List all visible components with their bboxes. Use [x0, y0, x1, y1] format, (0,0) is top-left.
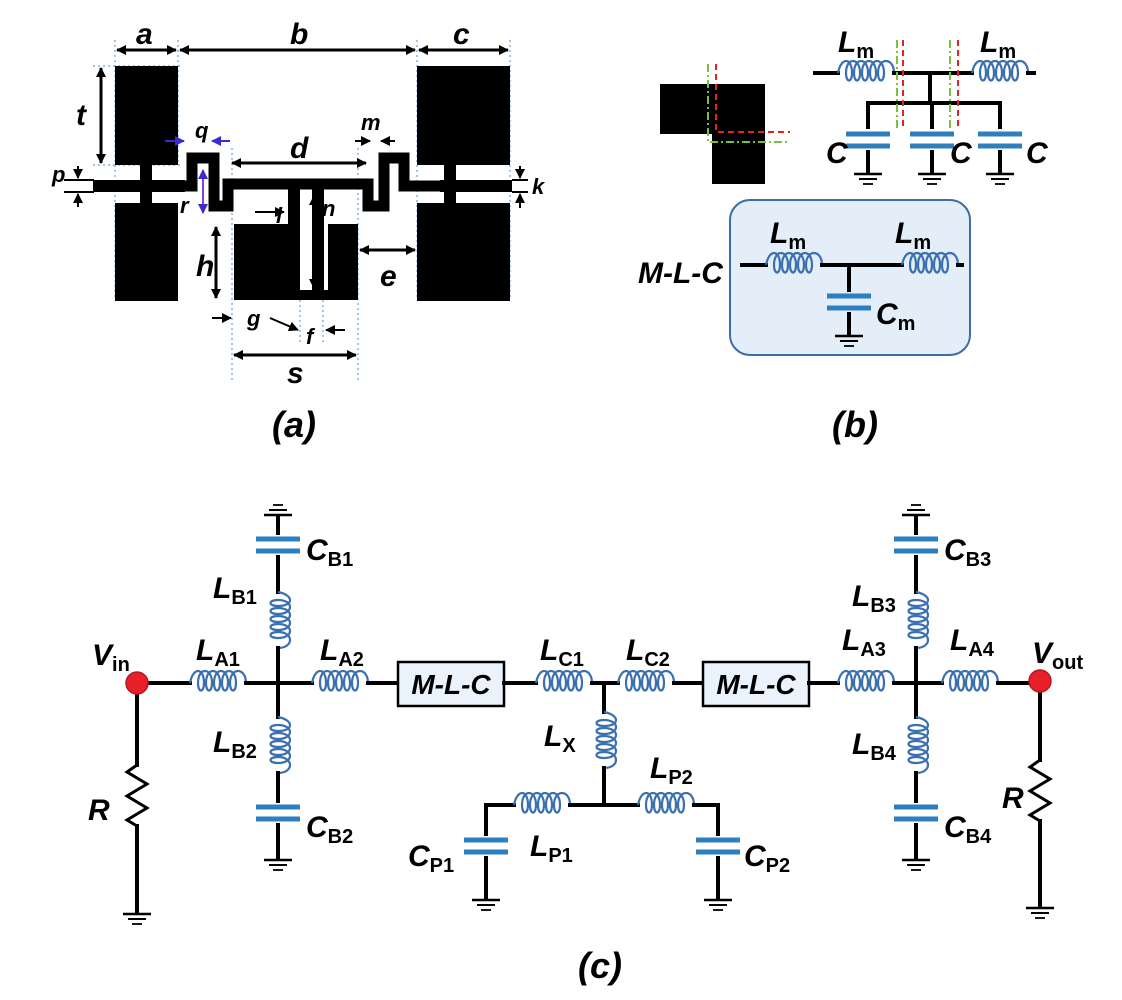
dim-f: f — [306, 324, 316, 349]
dim-c: c — [453, 18, 470, 51]
label-LP2: LP2 — [650, 752, 693, 789]
panel-a-layout: a b c t q m d p k r l n h e g f s (a) — [51, 18, 546, 445]
b-C1: C — [826, 137, 849, 170]
label-LC2: LC2 — [626, 634, 670, 671]
label-LA3: LA3 — [842, 624, 886, 661]
mlc-legend-label: M-L-C — [638, 257, 724, 290]
label-LP1: LP1 — [530, 830, 573, 867]
label-vin: Vin — [92, 639, 130, 676]
vin-node — [125, 671, 149, 695]
label-LA2: LA2 — [320, 634, 364, 671]
b-box-L1: Lm — [770, 217, 806, 254]
dim-l: l — [276, 203, 283, 228]
caption-c: (c) — [578, 945, 622, 986]
dim-b: b — [290, 18, 308, 51]
label-vout: Vout — [1032, 637, 1083, 674]
label-CB4: CB4 — [944, 811, 992, 848]
dim-r: r — [180, 193, 190, 218]
dim-k: k — [532, 174, 546, 199]
mlc-block-2-label: M-L-C — [716, 669, 796, 700]
caption-a: (a) — [272, 404, 316, 445]
label-CB3: CB3 — [944, 534, 991, 571]
dim-h: h — [196, 250, 214, 283]
label-LX: LX — [544, 720, 576, 757]
dim-t: t — [76, 99, 88, 132]
dim-a: a — [136, 18, 153, 51]
label-CB2: CB2 — [306, 811, 353, 848]
dim-m: m — [361, 110, 381, 135]
dim-q: q — [195, 118, 209, 143]
label-LB2: LB2 — [213, 726, 257, 763]
b-C3: C — [1026, 137, 1049, 170]
label-CP2: CP2 — [744, 840, 790, 877]
caption-b: (b) — [832, 404, 878, 445]
dim-p: p — [51, 162, 65, 187]
b-C2: C — [950, 137, 973, 170]
label-LB4: LB4 — [852, 728, 897, 765]
dim-s: s — [287, 357, 304, 390]
dim-g: g — [246, 306, 261, 331]
dim-e: e — [380, 260, 397, 293]
dim-n: n — [322, 196, 335, 221]
b-box-L2: Lm — [895, 217, 931, 254]
label-LA1: LA1 — [196, 634, 240, 671]
b-top-L2: Lm — [980, 26, 1016, 63]
label-LB1: LB1 — [213, 572, 257, 609]
label-r-right: R — [1002, 782, 1024, 815]
label-r-left: R — [88, 794, 110, 827]
label-CB1: CB1 — [306, 534, 353, 571]
label-LB3: LB3 — [852, 580, 896, 617]
panel-c-circuit: M-L-C M-L-C — [88, 503, 1083, 986]
mlc-block-2 — [701, 660, 811, 708]
b-top-L1: Lm — [838, 26, 874, 63]
mlc-block-1-label: M-L-C — [411, 669, 491, 700]
b-box-C: Cm — [876, 298, 915, 335]
dim-d: d — [290, 132, 309, 165]
label-CP1: CP1 — [408, 840, 454, 877]
metal-pattern — [93, 66, 512, 301]
label-LA4: LA4 — [950, 624, 995, 661]
panel-b-equivalent: Lm Lm C C C M-L-C Lm Lm Cm (b) — [638, 26, 1049, 445]
label-LC1: LC1 — [540, 634, 584, 671]
vout-node — [1028, 669, 1052, 693]
